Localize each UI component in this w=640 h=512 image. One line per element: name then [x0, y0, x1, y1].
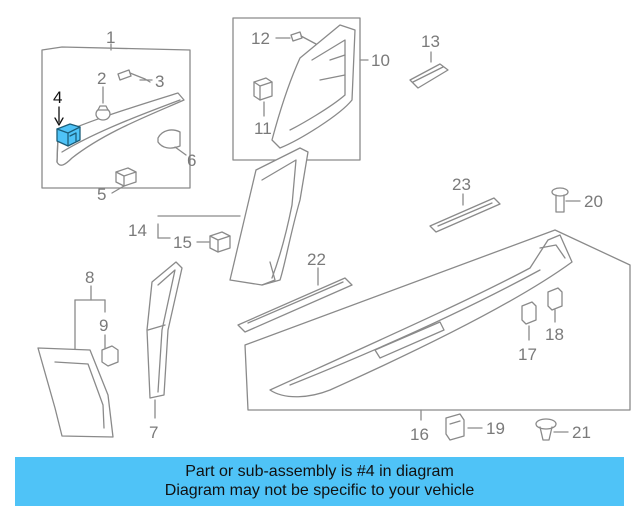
- part-clip-4-highlighted: [56, 123, 81, 147]
- part-pillar-strip-7: [146, 261, 183, 399]
- part-sill-22: [237, 277, 353, 333]
- callout-12: 12: [251, 29, 270, 48]
- arrow-4: [54, 117, 64, 126]
- banner-line-part: Part or sub-assembly is #4 in diagram: [185, 463, 454, 480]
- callout-3: 3: [155, 72, 164, 91]
- part-screw-12: [290, 31, 317, 45]
- callout-21: 21: [572, 423, 591, 442]
- part-cap-6: [157, 129, 181, 149]
- callout-22: 22: [307, 250, 326, 269]
- callout-2: 2: [97, 69, 106, 88]
- part-18: [547, 287, 563, 311]
- callout-11: 11: [254, 119, 272, 138]
- part-clip-11: [253, 77, 273, 101]
- part-pushclip-21: [535, 418, 557, 441]
- part-upper-trim-10: [271, 24, 356, 149]
- part-clip-15: [209, 231, 231, 253]
- part-17: [521, 301, 537, 325]
- callout-20: 20: [584, 192, 603, 211]
- callout-17: 17: [518, 345, 537, 364]
- parts-diagram: 1 2 3 4 5 6 7 8 9 10 11 12 13 14 15 16 1…: [37, 17, 631, 444]
- banner-line-disclaimer: Diagram may not be specific to your vehi…: [164, 482, 475, 499]
- callout-9: 9: [99, 316, 108, 335]
- callout-14: 14: [128, 221, 147, 240]
- leader-6: [174, 146, 187, 156]
- group-box-10: [232, 17, 361, 161]
- info-banner: Part or sub-assembly is #4 in diagram Di…: [15, 457, 624, 506]
- callout-6: 6: [187, 151, 196, 170]
- callout-18: 18: [545, 325, 564, 344]
- callout-23: 23: [452, 175, 471, 194]
- part-scuff-plate-16: [269, 234, 573, 398]
- part-b-pillar-lower-14: [229, 147, 309, 286]
- callout-10: 10: [371, 51, 390, 70]
- leader-5: [111, 185, 125, 194]
- callout-19: 19: [486, 419, 505, 438]
- group-box-16: [244, 229, 631, 411]
- callout-5: 5: [97, 185, 106, 204]
- callout-16: 16: [410, 425, 429, 444]
- part-clip-9: [101, 345, 119, 367]
- part-bolt-20: [551, 187, 569, 213]
- callout-4: 4: [53, 88, 62, 107]
- callout-7: 7: [149, 423, 158, 442]
- callout-8: 8: [85, 268, 94, 287]
- callout-15: 15: [173, 233, 192, 252]
- group-box-1: [41, 46, 191, 189]
- callout-13: 13: [421, 32, 440, 51]
- part-19: [445, 413, 465, 441]
- part-clip-3: [95, 105, 111, 121]
- part-13: [409, 63, 449, 89]
- part-sill-23: [429, 197, 501, 233]
- part-clip-5: [115, 167, 137, 187]
- callout-1: 1: [106, 28, 115, 47]
- part-kick-panel-8: [37, 347, 114, 438]
